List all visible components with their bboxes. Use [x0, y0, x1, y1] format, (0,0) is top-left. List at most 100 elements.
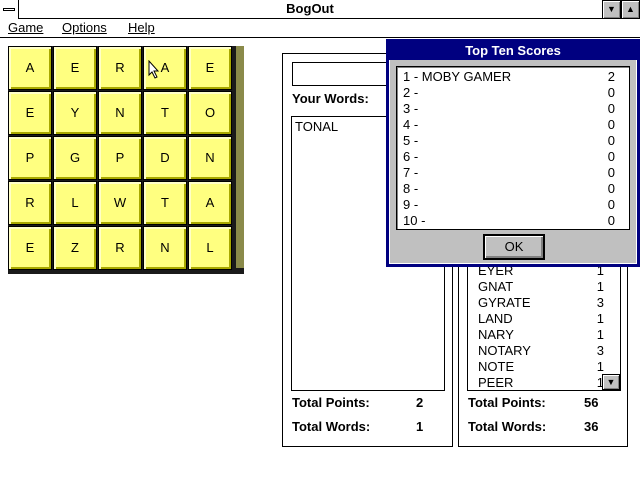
score-row: 5 -0 — [403, 133, 625, 149]
score-row: 9 -0 — [403, 197, 625, 213]
points: 1 — [596, 359, 604, 374]
score-rank-name: 3 - — [403, 101, 419, 116]
score-row: 6 - 0 — [403, 149, 625, 165]
word: LAND — [478, 311, 513, 326]
word: NOTARY — [478, 343, 531, 358]
arrow-down-icon: ▼ — [607, 4, 616, 14]
word-entry-input[interactable] — [292, 62, 392, 86]
letter-tile[interactable]: R — [98, 226, 142, 270]
word: GNAT — [478, 279, 514, 294]
points: 1 — [596, 327, 604, 342]
letter-tile[interactable]: D — [143, 136, 187, 180]
word: NOTE — [478, 359, 515, 374]
computer-total-words-value: 36 — [584, 419, 599, 434]
letter-tile[interactable]: Y — [53, 91, 97, 135]
score-row: 10 - 0 — [403, 213, 625, 229]
score-row: 8 - 0 — [403, 181, 625, 197]
score-rank-name: 8 - — [403, 181, 419, 196]
word: NARY — [478, 327, 514, 342]
score-rank-name: 1 - MOBY GAMER — [403, 69, 512, 84]
letter-tile[interactable]: A — [8, 46, 52, 90]
points: 1 — [596, 263, 604, 278]
score-row: 2 - 0 — [403, 85, 625, 101]
score-value: 0 — [607, 149, 615, 164]
points: 1 — [596, 311, 604, 326]
letter-tile[interactable]: T — [143, 181, 187, 225]
window-title: BogOut — [286, 1, 334, 16]
letter-tile[interactable]: E — [8, 226, 52, 270]
dialog-title: Top Ten Scores — [389, 42, 637, 60]
score-value: 0 — [607, 165, 615, 180]
list-item[interactable]: NARY 1 — [478, 327, 610, 343]
board-edge — [236, 46, 244, 268]
points: 3 — [596, 295, 604, 310]
menu-game-label: Game — [8, 20, 44, 35]
points: 3 — [596, 343, 604, 358]
score-rank-name: 7 - — [403, 165, 419, 180]
menu-options-label: Options — [62, 20, 107, 35]
menu-help-label: Help — [128, 20, 155, 35]
letter-tile[interactable]: P — [98, 136, 142, 180]
letter-tile[interactable]: E — [53, 46, 97, 90]
letter-tile[interactable]: A — [188, 181, 232, 225]
letter-tile[interactable]: P — [8, 136, 52, 180]
letter-tile[interactable]: R — [8, 181, 52, 225]
letter-tile[interactable]: N — [143, 226, 187, 270]
letter-tile[interactable]: E — [188, 46, 232, 90]
maximize-button[interactable]: ▲ — [621, 0, 640, 19]
player-total-points-label: Total Points: — [292, 395, 370, 410]
computer-total-words-label: Total Words: — [468, 419, 547, 434]
letter-tile[interactable]: E — [8, 91, 52, 135]
menu-game[interactable]: Game — [8, 20, 43, 35]
ok-button[interactable]: OK — [483, 234, 545, 260]
menu-help[interactable]: Help — [128, 20, 155, 35]
score-rank-name: 10 - — [403, 213, 426, 228]
score-value: 0 — [607, 101, 615, 116]
word: PEER — [478, 375, 514, 390]
letter-tile[interactable]: N — [188, 136, 232, 180]
computer-total-points-label: Total Points: — [468, 395, 546, 410]
player-total-points-value: 2 — [416, 395, 424, 410]
scroll-down-button[interactable]: ▼ — [602, 374, 620, 390]
arrow-up-icon: ▲ — [626, 4, 635, 14]
list-item[interactable]: GNAT 1 — [478, 279, 610, 295]
score-value: 0 — [607, 213, 615, 228]
score-rank-name: 6 - — [403, 149, 419, 164]
letter-tile[interactable]: A — [143, 46, 187, 90]
score-row: 4 -0 — [403, 117, 625, 133]
system-menu-icon[interactable] — [0, 0, 19, 19]
list-item[interactable]: TONAL — [295, 119, 339, 134]
menu-options[interactable]: Options — [62, 20, 107, 35]
score-value: 0 — [607, 197, 615, 212]
letter-tile[interactable]: N — [98, 91, 142, 135]
letter-tile[interactable]: W — [98, 181, 142, 225]
score-value: 0 — [607, 133, 615, 148]
letter-tile[interactable]: O — [188, 91, 232, 135]
score-value: 0 — [607, 85, 615, 100]
letter-tile[interactable]: T — [143, 91, 187, 135]
arrow-down-icon: ▼ — [606, 377, 616, 387]
menu-bar: Game Options Help — [0, 19, 640, 38]
score-value: 0 — [607, 181, 615, 196]
letter-tile[interactable]: Z — [53, 226, 97, 270]
letter-tile[interactable]: L — [53, 181, 97, 225]
title-bar[interactable]: BogOut ▼ ▲ — [0, 0, 640, 19]
score-row: 3 - 0 — [403, 101, 625, 117]
player-total-words-value: 1 — [416, 419, 424, 434]
letter-tile[interactable]: G — [53, 136, 97, 180]
list-item[interactable]: NOTE 1 — [478, 359, 610, 375]
list-item[interactable]: LAND 1 — [478, 311, 610, 327]
list-item[interactable]: NOTARY 3 — [478, 343, 610, 359]
your-words-label: Your Words: — [292, 91, 369, 106]
letter-tile[interactable]: R — [98, 46, 142, 90]
player-total-words-label: Total Words: — [292, 419, 371, 434]
score-rank-name: 2 - — [403, 85, 419, 100]
tile-grid: A E R A E E Y N T O P G P D N R L W T A … — [8, 46, 244, 274]
points: 1 — [596, 279, 604, 294]
minimize-button[interactable]: ▼ — [602, 0, 621, 19]
letter-tile[interactable]: L — [188, 226, 232, 270]
